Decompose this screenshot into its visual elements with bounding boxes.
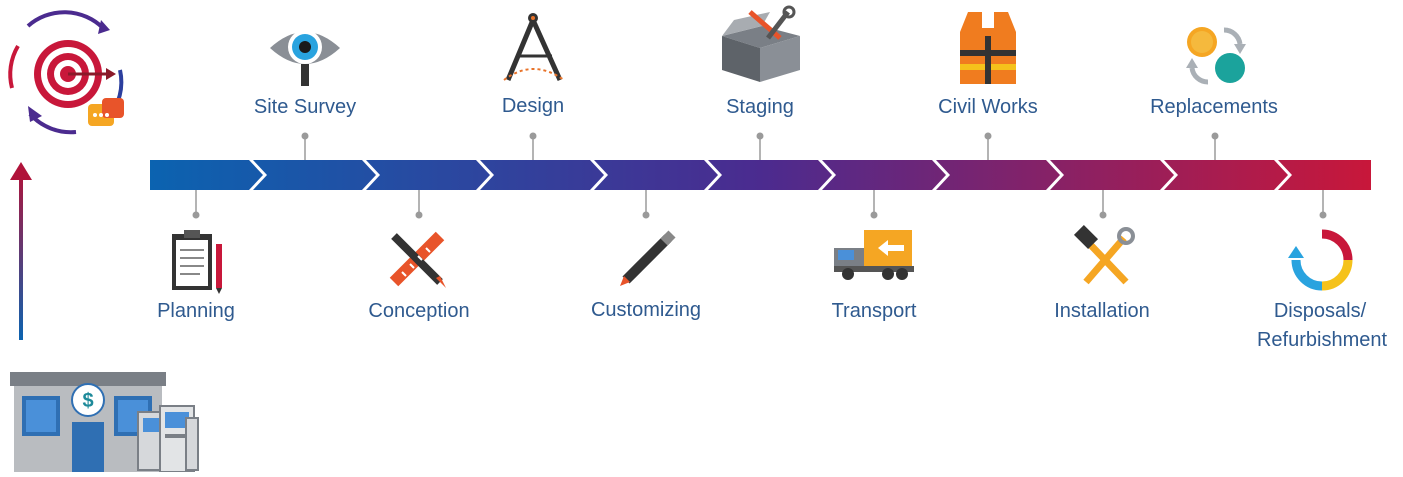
target-cycle-icon xyxy=(8,10,124,135)
chevron-segment xyxy=(366,160,490,190)
svg-text:$: $ xyxy=(82,390,93,412)
step-label-customizing: Customizing xyxy=(590,299,702,321)
chevron-segment xyxy=(822,160,946,190)
step-label-installation: Installation xyxy=(1054,300,1150,322)
eye-magnifier-icon xyxy=(270,30,340,86)
step-label-planning: Planning xyxy=(157,300,235,322)
connector-dot xyxy=(870,211,878,219)
step-label-civil-works: Civil Works xyxy=(938,96,1038,118)
swap-circles-icon xyxy=(1186,27,1246,85)
connector-dot xyxy=(192,211,200,219)
connector-dot xyxy=(984,132,992,140)
hammer-wrench-icon xyxy=(1073,224,1135,285)
chevron-segment xyxy=(480,160,604,190)
step-label-transport: Transport xyxy=(831,300,917,322)
connector-dot xyxy=(529,132,537,140)
recycle-circle-icon xyxy=(1288,229,1353,291)
truck-icon xyxy=(834,230,914,280)
chevron-segment xyxy=(936,160,1060,190)
connector-lines xyxy=(192,132,1327,219)
connector-dot xyxy=(756,132,764,140)
chevron-segment xyxy=(708,160,832,190)
step-label-refurbishment: Refurbishment xyxy=(1256,329,1388,351)
bank-atm-icon: $ xyxy=(10,372,199,473)
connector-dot xyxy=(301,132,309,140)
connector-dot xyxy=(1211,132,1219,140)
step-label-conception: Conception xyxy=(368,300,470,322)
safety-vest-icon xyxy=(960,12,1016,84)
step-label-site-survey: Site Survey xyxy=(253,96,357,118)
timeline-bar xyxy=(150,160,1371,190)
chevron-segment xyxy=(1164,160,1288,190)
step-label-disposals: Disposals/ xyxy=(1273,300,1367,322)
step-label-design: Design xyxy=(501,95,565,117)
chevron-segment xyxy=(150,160,263,190)
chevron-segment xyxy=(1050,160,1174,190)
ruler-pencil-icon xyxy=(389,231,446,288)
step-label-staging: Staging xyxy=(726,96,794,118)
step-label-replacements: Replacements xyxy=(1150,96,1278,118)
chevron-segment xyxy=(253,160,376,190)
clipboard-icon xyxy=(172,230,222,294)
connector-dot xyxy=(415,211,423,219)
up-arrow-icon xyxy=(10,162,32,340)
compass-icon xyxy=(503,13,565,82)
toolbox-icon xyxy=(722,5,800,82)
connector-dot xyxy=(1319,211,1327,219)
connector-dot xyxy=(642,211,650,219)
chevron-segment xyxy=(594,160,718,190)
pencil-icon xyxy=(620,230,676,286)
connector-dot xyxy=(1099,211,1107,219)
chevron-segment xyxy=(1278,160,1371,190)
